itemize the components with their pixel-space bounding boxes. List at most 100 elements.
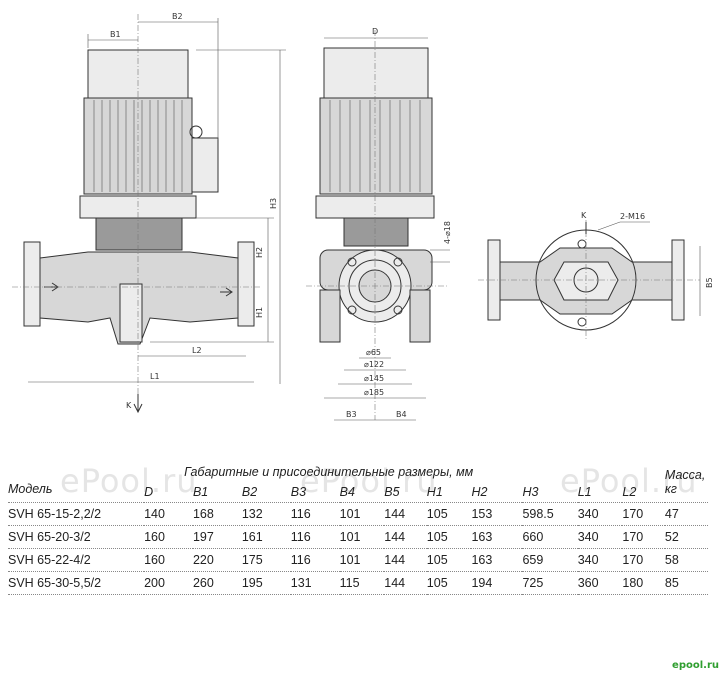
dimension-cell: 175 xyxy=(241,548,291,572)
dimension-cell: 194 xyxy=(471,571,523,595)
dimension-cell: 260 xyxy=(192,571,242,595)
header-mass: Масса, кг xyxy=(664,468,706,496)
column-header: D xyxy=(144,485,154,499)
label-d145: ⌀145 xyxy=(364,374,384,383)
dimension-cell: 115 xyxy=(339,571,385,595)
dimension-cell: 220 xyxy=(192,548,242,572)
label-h3: H3 xyxy=(269,198,278,209)
dimension-cell: 105 xyxy=(426,548,472,572)
dimension-cell: 144 xyxy=(384,525,427,549)
dimension-cell: 168 xyxy=(192,502,242,526)
column-header: L2 xyxy=(622,485,637,499)
dimension-cell: 360 xyxy=(577,571,623,595)
model-cell: SVH 65-30-5,5/2 xyxy=(8,571,145,595)
dimension-cell: 200 xyxy=(144,571,193,595)
dimension-cell: 144 xyxy=(384,571,427,595)
header-group: Габаритные и присоединительные размеры, … xyxy=(184,465,474,479)
label-holes: 4-⌀18 xyxy=(443,221,452,244)
dimension-cell: 105 xyxy=(426,571,472,595)
model-cell: SVH 65-22-4/2 xyxy=(8,548,145,572)
watermark-3: ePool.ru xyxy=(560,462,698,500)
dimension-cell: 101 xyxy=(339,548,385,572)
label-d185: ⌀185 xyxy=(364,388,384,397)
label-bolt: 2-M16 xyxy=(620,212,645,221)
dimension-cell: 101 xyxy=(339,502,385,526)
dimension-cell: 131 xyxy=(290,571,340,595)
dimension-cell: 144 xyxy=(384,502,427,526)
dimension-cell: 340 xyxy=(577,525,623,549)
dimension-cell: 180 xyxy=(622,571,665,595)
label-b5: B5 xyxy=(705,277,714,288)
dimension-cell: 340 xyxy=(577,548,623,572)
dimension-cell: 163 xyxy=(471,525,523,549)
label-l1: L1 xyxy=(150,372,160,381)
column-header: B4 xyxy=(339,485,355,499)
column-header: B1 xyxy=(192,485,209,499)
dimension-cell: 132 xyxy=(241,502,291,526)
label-k-front: K xyxy=(126,401,132,410)
dimension-cell: 197 xyxy=(192,525,242,549)
dimension-cell: 170 xyxy=(622,502,665,526)
dimension-cell: 170 xyxy=(622,525,665,549)
column-header: H2 xyxy=(471,485,488,499)
label-b3: B3 xyxy=(346,410,357,419)
side-view: D 4-⌀18 ⌀65 ⌀122 ⌀145 ⌀185 B3 B4 xyxy=(306,27,452,421)
front-view: B1 B2 H3 H2 H1 L2 L1 K xyxy=(12,12,286,414)
pump-drawing: B1 B2 H3 H2 H1 L2 L1 K xyxy=(12,12,714,421)
mass-cell: 58 xyxy=(664,548,708,572)
column-header: H3 xyxy=(522,485,539,499)
dimension-cell: 101 xyxy=(339,525,385,549)
dimension-cell: 116 xyxy=(290,502,340,526)
label-k-view: K xyxy=(581,211,587,220)
label-d: D xyxy=(372,27,378,36)
column-header: H1 xyxy=(426,485,443,499)
dimension-cell: 170 xyxy=(622,548,665,572)
dimensions-table: Модель Габаритные и присоединительные ра… xyxy=(8,462,708,595)
dimension-cell: 161 xyxy=(241,525,291,549)
header-model: Модель xyxy=(8,482,53,496)
label-b1: B1 xyxy=(110,30,121,39)
view-k: K 2-M16 B5 xyxy=(478,211,714,340)
watermark-1: ePool.ru xyxy=(60,462,198,500)
dimension-cell: 163 xyxy=(471,548,523,572)
column-header: B5 xyxy=(384,485,400,499)
dimension-cell: 660 xyxy=(522,525,578,549)
column-header-row: D B1 B2 B3 B4 B5 H1 H2 H3 L1 L2 xyxy=(8,482,708,503)
label-h2: H2 xyxy=(255,247,264,258)
dimension-cell: 160 xyxy=(144,525,193,549)
label-l2: L2 xyxy=(192,346,202,355)
dimension-cell: 195 xyxy=(241,571,291,595)
label-d65: ⌀65 xyxy=(366,348,381,357)
label-b4: B4 xyxy=(396,410,407,419)
epool-logo: epool.ru xyxy=(672,660,719,671)
dimension-cell: 153 xyxy=(471,502,523,526)
dimension-cell: 598.5 xyxy=(522,502,578,526)
dimension-cell: 659 xyxy=(522,548,578,572)
dimension-cell: 116 xyxy=(290,525,340,549)
dimension-cell: 144 xyxy=(384,548,427,572)
column-header: B2 xyxy=(241,485,258,499)
mass-cell: 47 xyxy=(664,502,708,526)
dimension-cell: 116 xyxy=(290,548,340,572)
column-header: B3 xyxy=(290,485,307,499)
model-cell: SVH 65-15-2,2/2 xyxy=(8,502,145,526)
mass-cell: 52 xyxy=(664,525,708,549)
watermark-2: ePool.ru xyxy=(300,462,438,500)
mass-cell: 85 xyxy=(664,571,708,595)
dimension-cell: 140 xyxy=(144,502,193,526)
label-h1: H1 xyxy=(255,307,264,318)
label-b2: B2 xyxy=(172,12,183,21)
dimension-cell: 160 xyxy=(144,548,193,572)
dimensions-table-wrap: Модель Габаритные и присоединительные ра… xyxy=(0,462,725,595)
dimension-cell: 105 xyxy=(426,502,472,526)
label-d122: ⌀122 xyxy=(364,360,384,369)
model-cell: SVH 65-20-3/2 xyxy=(8,525,145,549)
dimension-cell: 105 xyxy=(426,525,472,549)
dimension-cell: 725 xyxy=(522,571,578,595)
column-header: L1 xyxy=(577,485,592,499)
